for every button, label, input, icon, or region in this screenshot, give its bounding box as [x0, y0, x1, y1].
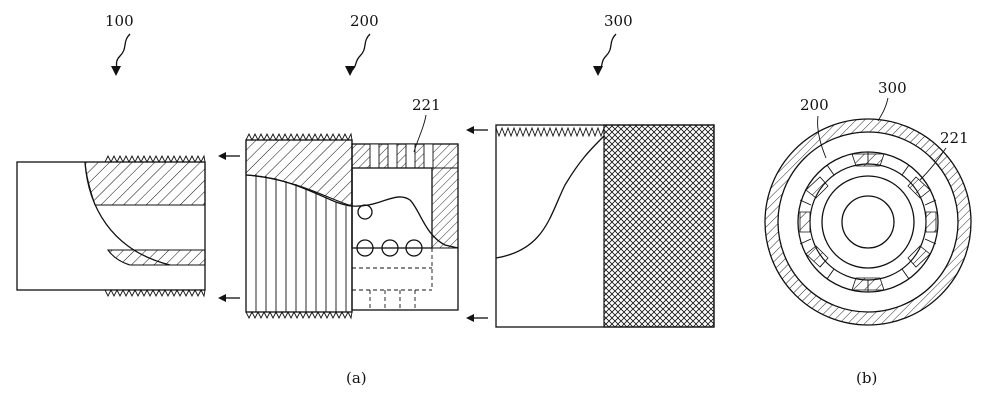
label-part-300: 300	[604, 12, 633, 30]
arrowhead-100-top	[218, 152, 226, 160]
arrowhead-100	[111, 66, 121, 76]
caption-b: (b)	[856, 369, 877, 387]
arrowhead-300	[593, 66, 603, 76]
label-ref-200-b: 200	[800, 96, 829, 114]
caption-a: (a)	[346, 369, 367, 387]
label-part-100: 100	[105, 12, 134, 30]
cross-section-drawing: 200 300 221	[765, 79, 971, 325]
label-part-200: 200	[350, 12, 379, 30]
label-ref-221-a: 221	[412, 96, 441, 114]
label-ref-221-b: 221	[940, 129, 969, 147]
arrowhead-300-top	[466, 126, 474, 134]
part-100-drawing	[17, 156, 205, 296]
part-300-drawing	[496, 125, 714, 327]
arrowhead-300-bottom	[466, 314, 474, 322]
arrowhead-200	[345, 66, 355, 76]
part-200-drawing: 221	[246, 96, 458, 318]
arrowhead-100-bottom	[218, 294, 226, 302]
label-ref-300-b: 300	[878, 79, 907, 97]
